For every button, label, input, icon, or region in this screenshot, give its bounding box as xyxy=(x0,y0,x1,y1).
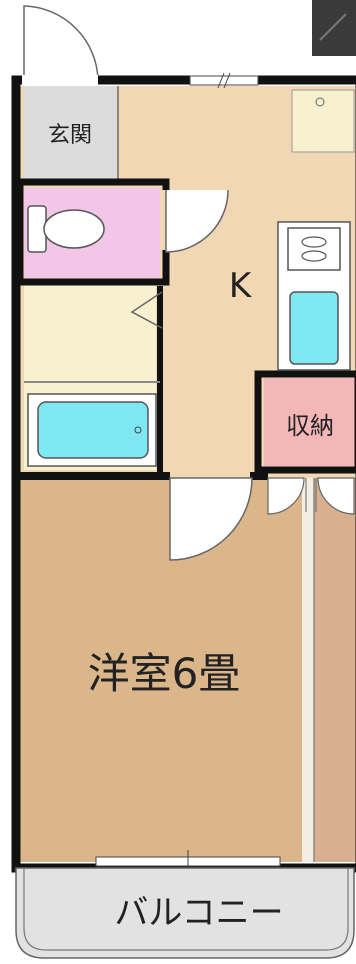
entrance-label: 玄関 xyxy=(48,123,92,148)
closet-area xyxy=(314,478,356,862)
stove-burner-2 xyxy=(301,250,327,262)
stove-burner-1 xyxy=(301,236,327,248)
kitchen-sink xyxy=(289,291,339,365)
storage-label: 収納 xyxy=(286,412,334,440)
closet-door-strip xyxy=(302,478,314,862)
top-window xyxy=(189,75,259,86)
storage-area xyxy=(264,378,356,466)
washroom-area xyxy=(24,284,156,384)
entry-door-gap xyxy=(22,75,98,85)
kitchen-label: K xyxy=(229,266,253,306)
entrance-area xyxy=(24,86,116,182)
balcony-area xyxy=(15,867,355,959)
storage-wall xyxy=(254,370,356,474)
bathtub-inner xyxy=(37,401,149,459)
top-window-mark-1 xyxy=(217,72,225,89)
room-door-swing xyxy=(169,477,253,561)
closet-door-swing-2 xyxy=(317,477,355,515)
toilet-bowl xyxy=(43,209,105,249)
western-room-area xyxy=(20,478,302,862)
top-window-mark-2 xyxy=(223,72,231,89)
closet-door-swing-1 xyxy=(267,477,305,515)
corner-photo-thumbnail xyxy=(312,0,356,56)
washroom-door-mark xyxy=(130,291,163,329)
entry-door-swing xyxy=(23,5,99,81)
western-room-label: 洋室6畳 xyxy=(88,649,241,698)
balcony-rail xyxy=(23,868,349,951)
bathtub-drain xyxy=(134,426,142,434)
balcony-label: バルコニー xyxy=(114,893,283,933)
toilet-door-swing xyxy=(165,189,229,253)
fridge-mark xyxy=(315,97,325,107)
corner-photo-highlight xyxy=(319,13,347,41)
fridge-space xyxy=(291,89,355,153)
stove xyxy=(287,227,341,271)
